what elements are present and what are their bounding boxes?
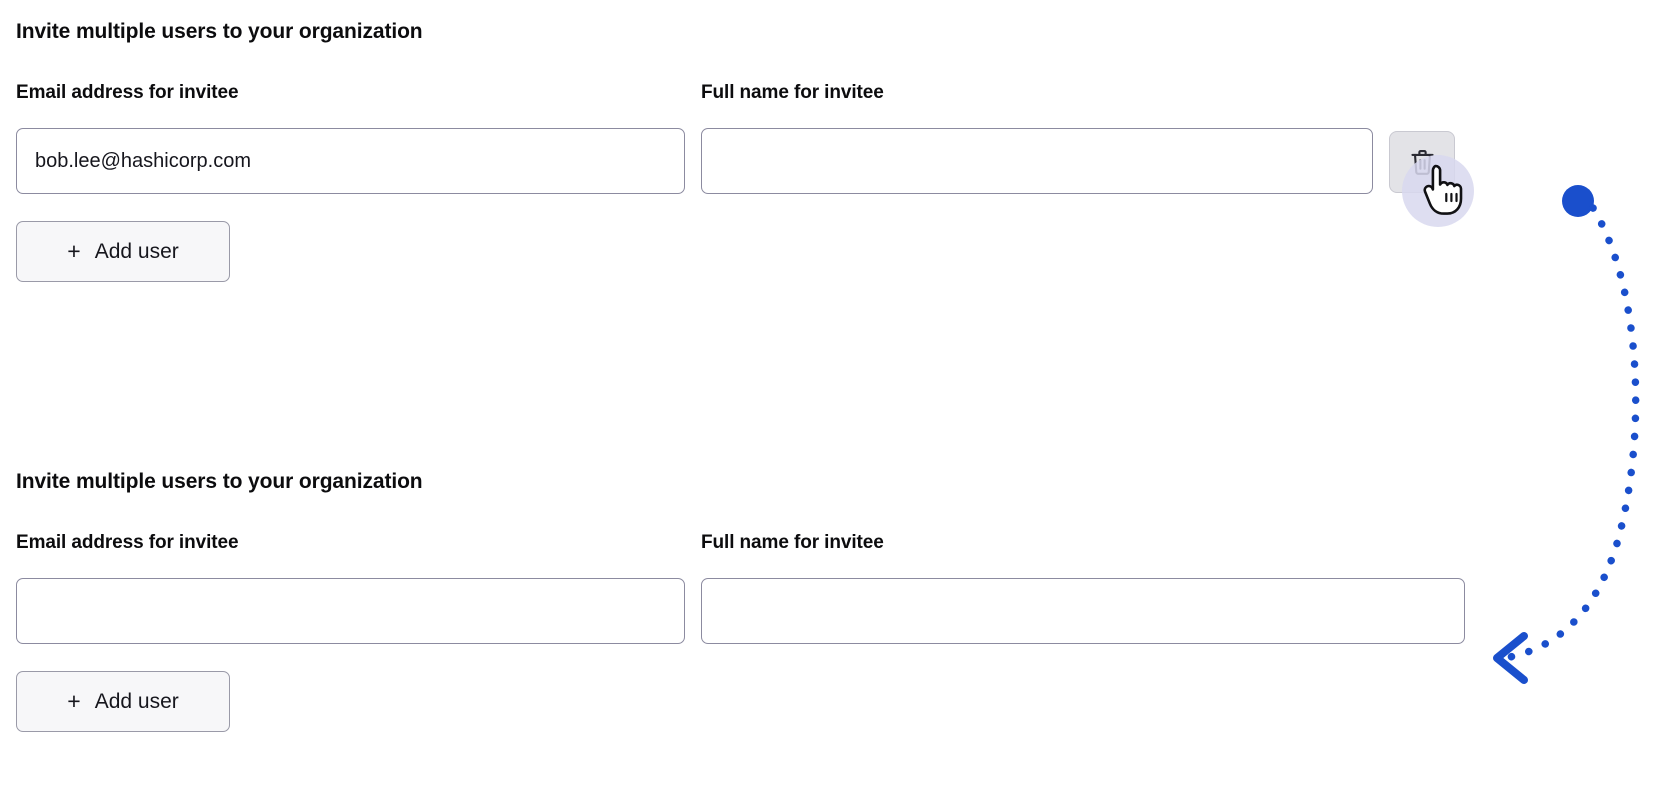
email-field-label: Email address for invitee [16,82,239,103]
email-input[interactable] [16,128,685,194]
add-user-button[interactable]: + Add user [16,221,230,282]
arrowhead-icon [1493,632,1528,684]
email-input[interactable] [16,578,685,644]
plus-icon: + [67,238,81,264]
email-field-label: Email address for invitee [16,532,239,553]
full-name-input[interactable] [701,578,1465,644]
delete-invitee-button[interactable] [1389,131,1455,193]
section-title: Invite multiple users to your organizati… [16,470,423,493]
full-name-input[interactable] [701,128,1373,194]
name-field-label: Full name for invitee [701,82,884,103]
trash-icon [1409,148,1436,177]
name-field-label: Full name for invitee [701,532,884,553]
add-user-button[interactable]: + Add user [16,671,230,732]
dotted-curved-arrow-path [1501,204,1640,662]
add-user-label: Add user [94,239,179,263]
plus-icon: + [67,688,81,714]
blue-dot-marker [1562,185,1594,217]
section-title: Invite multiple users to your organizati… [16,20,423,43]
add-user-label: Add user [94,689,179,713]
